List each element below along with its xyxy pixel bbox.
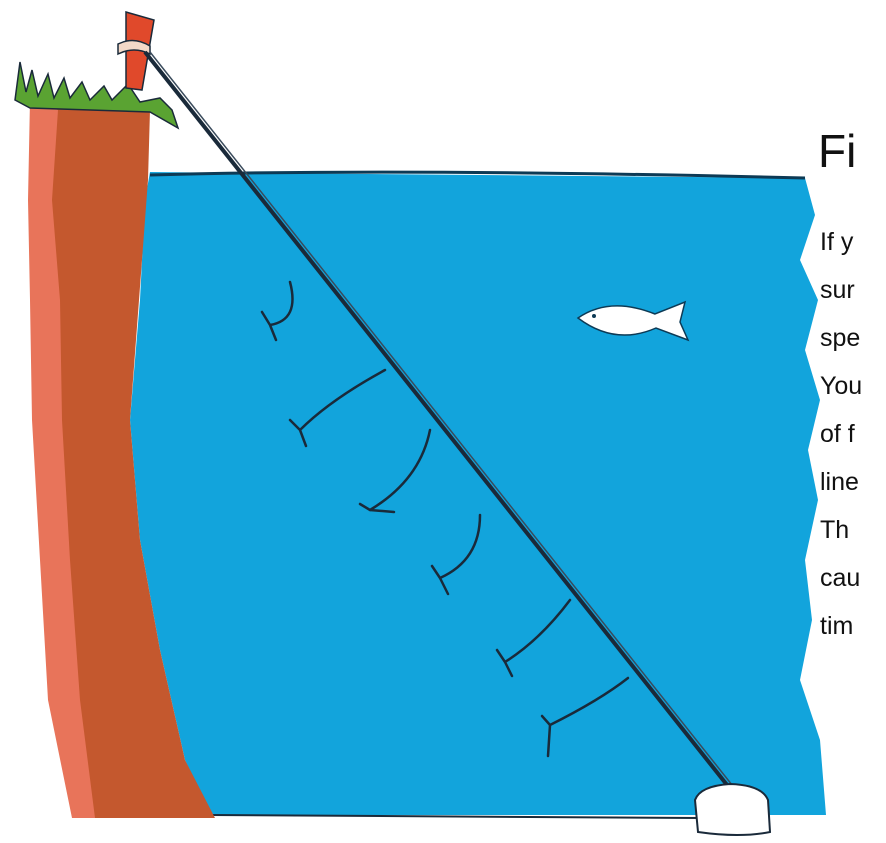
text-line: tim [820,602,886,650]
lake-bottom [210,815,700,818]
text-line: sur [820,266,886,314]
text-line: Th [820,506,886,554]
text-line: spe [820,314,886,362]
text-line: If y [820,218,886,266]
page-title: Fi [818,128,856,174]
text-line: cau [820,554,886,602]
body-text: If y sur spe You of f line Th cau tim [820,218,886,650]
anchor-weight [695,784,770,835]
text-line: You [820,362,886,410]
water [130,172,826,815]
text-line: of f [820,410,886,458]
text-line: line [820,458,886,506]
